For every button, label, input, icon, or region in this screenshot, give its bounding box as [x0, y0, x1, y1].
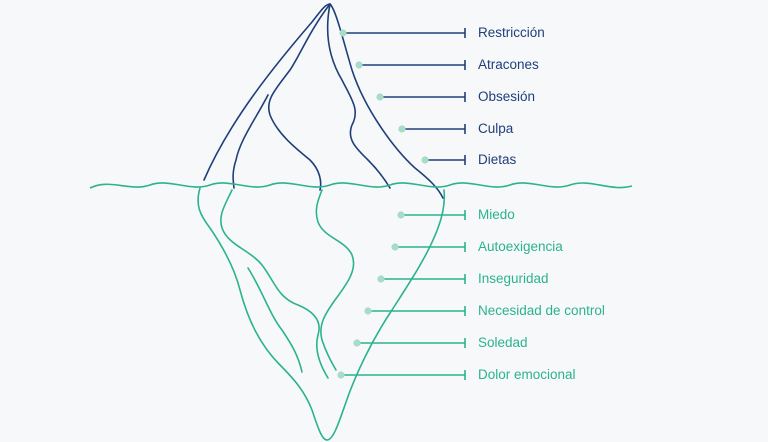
iceberg-bottom-crevice-left	[220, 189, 329, 379]
above-water-dot	[376, 93, 384, 101]
iceberg-top-crevice-left	[268, 3, 331, 191]
iceberg-bottom-outline	[197, 187, 446, 441]
above-water-label: Restricción	[478, 25, 545, 40]
below-water-dot	[391, 243, 399, 251]
below-water-label: Necesidad de control	[478, 303, 605, 318]
below-water-label: Dolor emocional	[478, 367, 576, 382]
below-water-label: Miedo	[478, 207, 515, 222]
above-water-label: Obsesión	[478, 89, 536, 104]
above-water-label: Dietas	[478, 152, 517, 167]
waterline	[89, 182, 633, 189]
below-water-dot	[353, 339, 361, 347]
below-water-dot	[377, 275, 385, 283]
iceberg-top-crevice-right	[326, 3, 391, 189]
iceberg-top-crevice-inner	[232, 94, 269, 189]
above-water-label: Culpa	[478, 121, 514, 136]
below-water-dot	[397, 211, 405, 219]
above-water-dot	[421, 156, 429, 164]
above-water-dot	[398, 125, 406, 133]
below-water-label: Autoexigencia	[478, 239, 563, 254]
iceberg-top-outline	[203, 3, 444, 199]
above-water-label: Atracones	[478, 57, 539, 72]
below-water-dot	[364, 307, 372, 315]
iceberg-bottom-crevice-mid	[315, 189, 355, 371]
above-water-dot	[339, 29, 347, 37]
above-water-dot	[355, 61, 363, 69]
iceberg-bottom-crevice-inner	[247, 267, 303, 373]
below-water-label: Soledad	[478, 335, 528, 350]
below-water-dot	[337, 371, 345, 379]
below-water-label: Inseguridad	[478, 271, 549, 286]
